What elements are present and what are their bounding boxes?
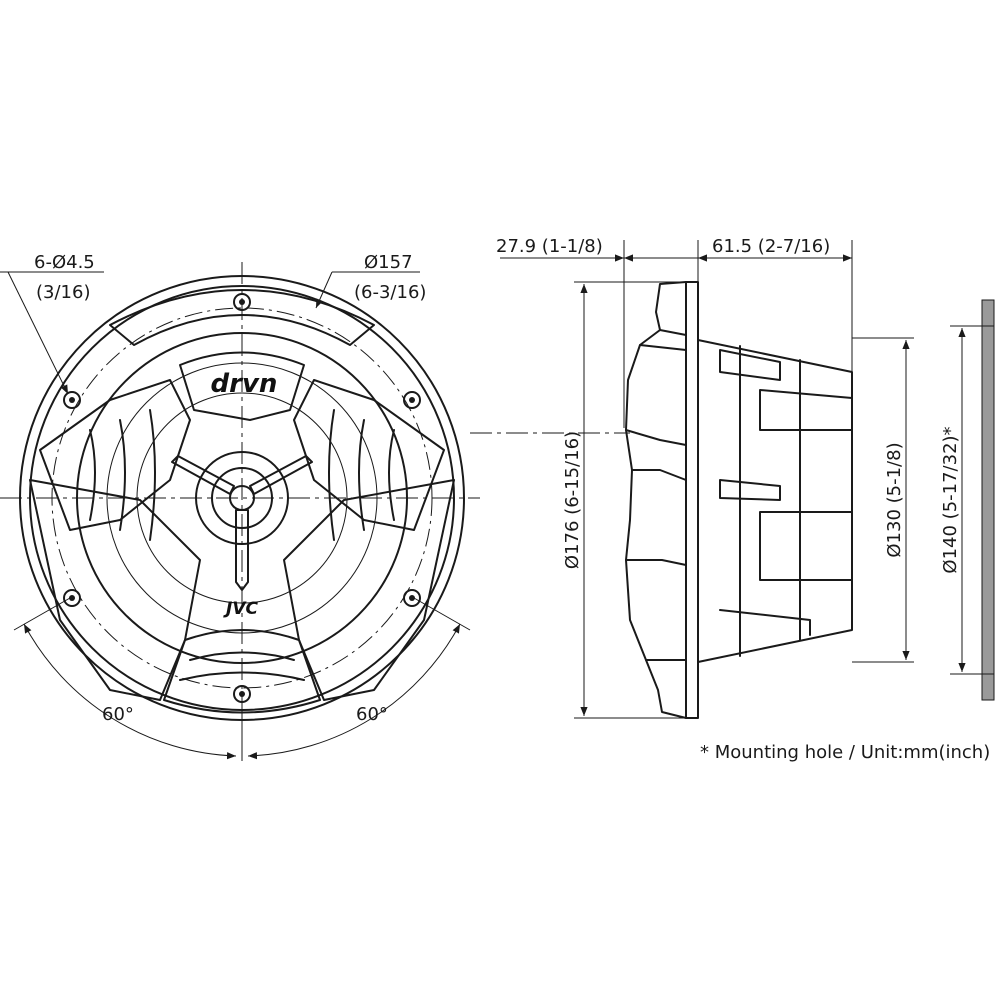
magnet-diameter-label: Ø130 (5-1/8) [884,442,905,557]
side-grille-inner [625,329,687,661]
side-basket-upper-window [719,349,853,431]
tweeter-spoke-right [249,455,313,495]
grille-left-slots [89,409,156,541]
tweeter-dome [211,467,273,529]
tweeter-spoke-left [171,455,235,495]
side-flange [685,281,699,719]
side-view: 27.9 (1-1/8) 61.5 (2-7/16) Ø176 (6-15/16… [470,236,995,719]
mounting-hole-upper-left-center [69,397,75,403]
side-basket-lower-window [719,479,853,581]
diameter-157-label: Ø157 [364,252,413,273]
depth-rear-label: 61.5 (2-7/16) [712,236,830,257]
side-basket [697,339,853,663]
grille-left-arm [39,379,191,531]
angle-left-label: 60° [102,704,134,725]
depth-front-label: 27.9 (1-1/8) [496,236,603,257]
angle-right-label: 60° [356,704,388,725]
mounting-hole-upper-right [403,391,421,409]
mounting-hole-lower-left [63,589,81,607]
diameter-157-arrow-line [315,271,333,309]
angle-ext-line-left [13,597,71,631]
jvc-logo: JVC [223,599,258,619]
side-basket-ribs [719,345,811,657]
drvn-logo: drvn [211,369,278,399]
grille-right-slots [328,409,395,541]
grille-right-arm [293,379,445,531]
tweeter-ring [195,451,289,545]
mounting-hole-upper-left [63,391,81,409]
mounting-hole-lower-right-center [409,595,415,601]
mounting-hole-top [233,293,251,311]
mounting-hole-bottom-center [239,691,245,697]
mounting-panel [981,299,995,701]
outer-diameter-label: Ø176 (6-15/16) [562,431,583,569]
mounting-hole-top-center [239,299,245,305]
angle-ext-line-right [413,597,471,631]
front-view: drvn JVC 6-Ø4.5 (3/16) Ø157 (6-3/16) 60°… [0,252,480,762]
angle-arc-right [247,623,461,760]
hole-callout-arrow-line [7,271,69,395]
grille-inner-ring [76,332,408,664]
grille-ring-3 [136,392,348,604]
diameter-157-label-inch: (6-3/16) [354,282,426,303]
tweeter-spoke-bottom [235,509,249,591]
angle-arc-left [23,623,237,760]
mounting-hole-lower-right [403,589,421,607]
mounting-hole-lower-left-center [69,595,75,601]
mounting-hole-pitch-circle [51,307,433,689]
grille-ring-2 [106,362,378,634]
grille-logo-plate [179,351,305,421]
grille-top-band [109,289,375,346]
footnote: * Mounting hole / Unit:mm(inch) [700,742,990,763]
mounting-hole-upper-right-center [409,397,415,403]
hole-callout-size-inch: (3/16) [36,282,90,303]
mount-hole-label: Ø140 (5-17/32)* [940,426,961,573]
hole-callout-size: 6-Ø4.5 [34,252,95,273]
